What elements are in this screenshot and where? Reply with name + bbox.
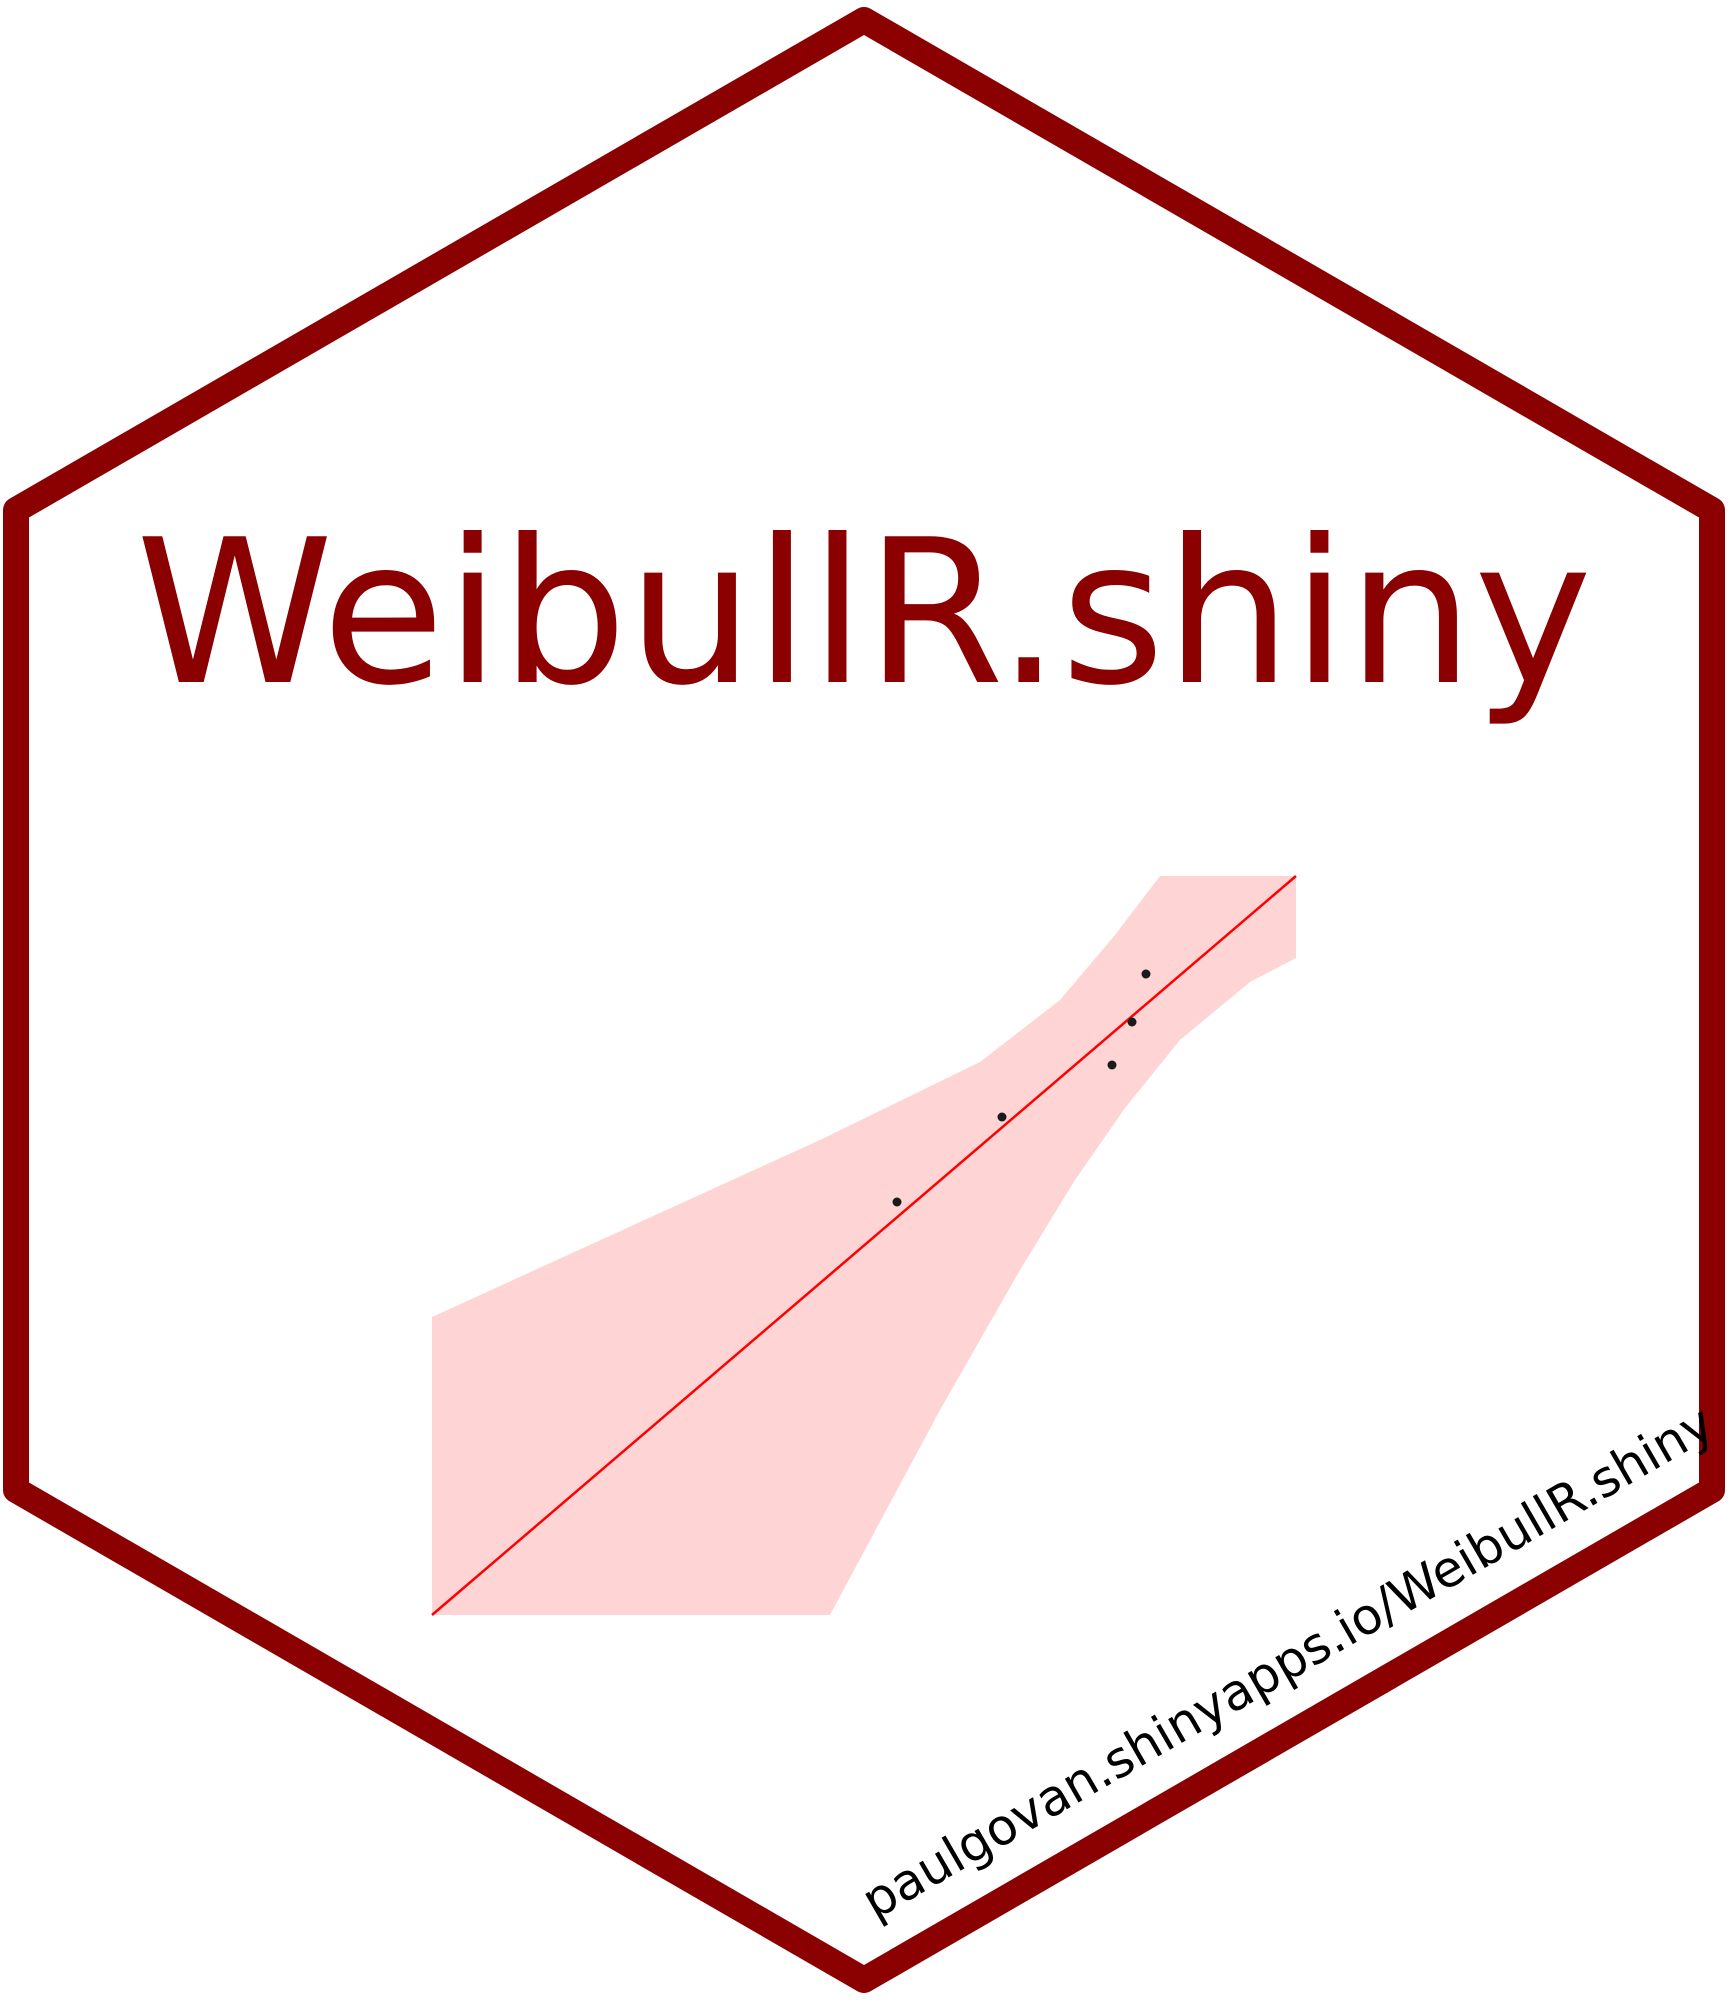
- fit-line: [431, 875, 1297, 1616]
- data-point: [1127, 1017, 1137, 1027]
- weibull-plot: [431, 875, 1297, 1616]
- data-point: [1141, 969, 1151, 979]
- data-point: [892, 1197, 902, 1207]
- sticker-title: WeibullR.shiny: [136, 497, 1593, 730]
- data-point: [1107, 1060, 1117, 1070]
- hex-background: [3, 7, 1725, 1993]
- data-point: [997, 1112, 1007, 1122]
- data-points: [892, 969, 1151, 1207]
